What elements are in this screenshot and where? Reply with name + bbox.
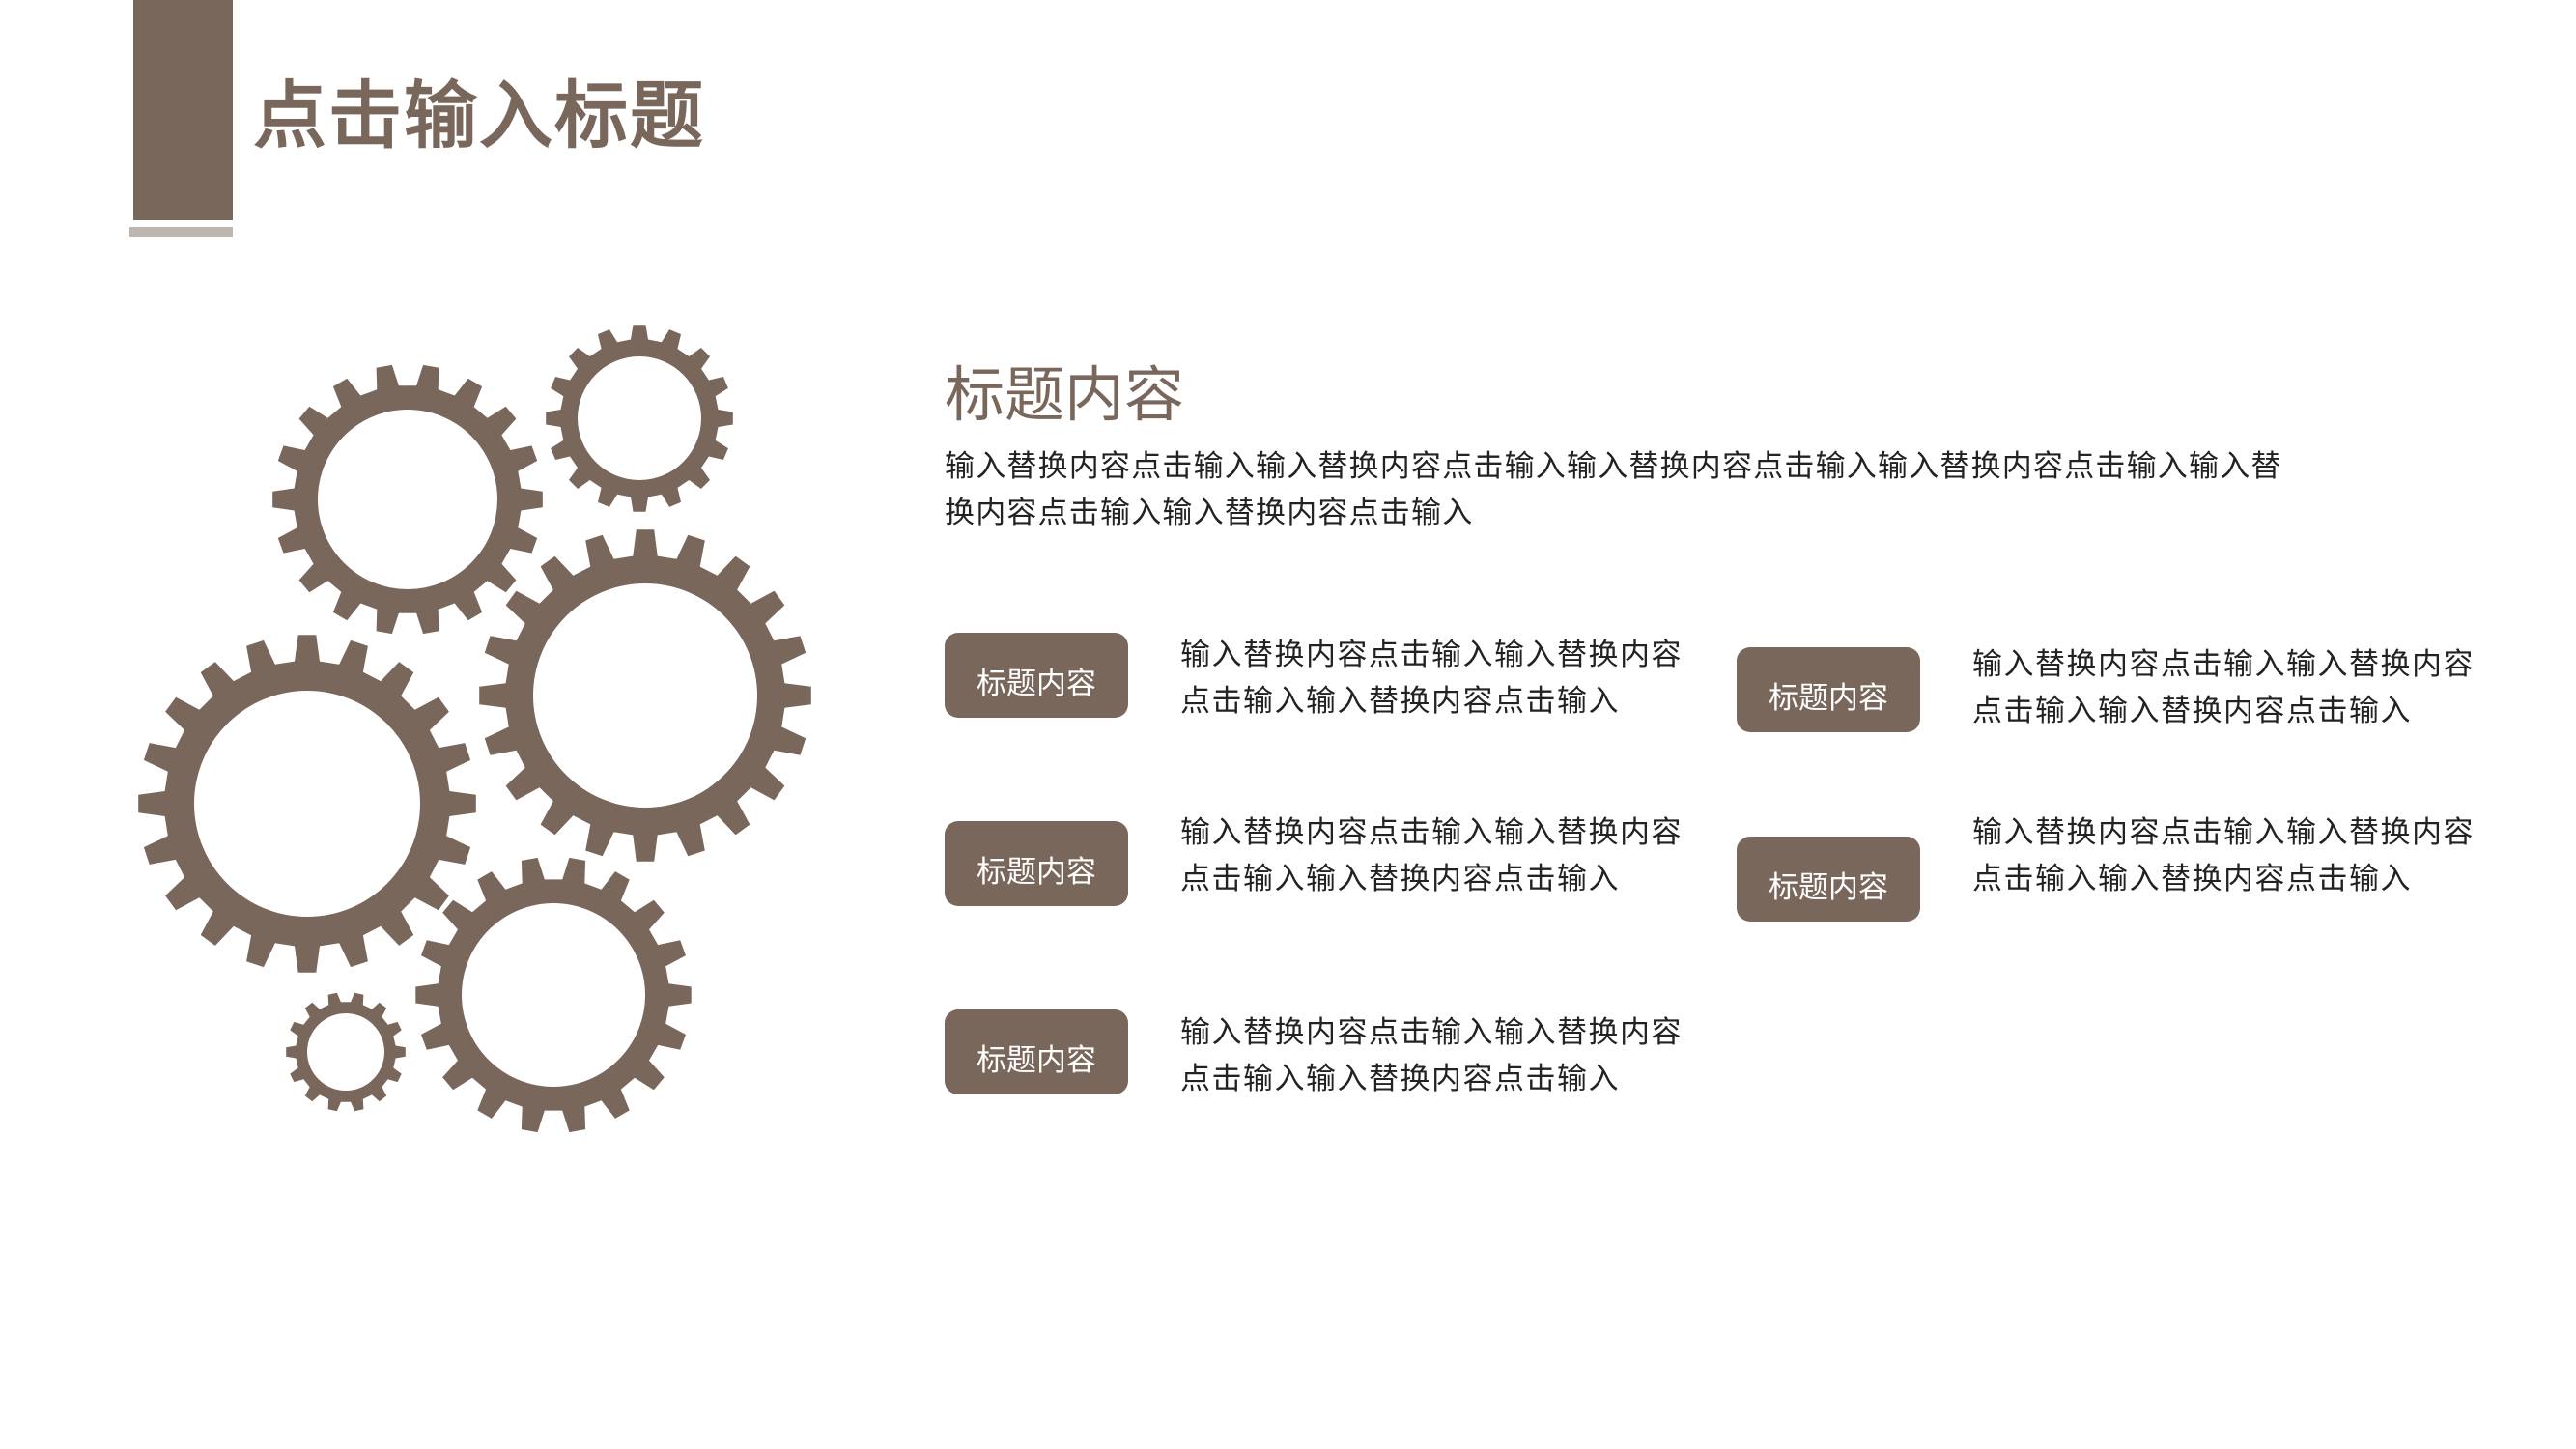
item-tag-5[interactable]: 标题内容 <box>1737 837 1920 922</box>
section-title[interactable]: 标题内容 <box>945 359 1185 430</box>
title-accent-underline <box>129 227 233 237</box>
item-tag-label: 标题内容 <box>1769 681 1888 716</box>
gear-icon-large-left <box>138 635 476 973</box>
item-tag-4[interactable]: 标题内容 <box>1737 647 1920 732</box>
item-text-5[interactable]: 输入替换内容点击输入输入替换内容点击输入输入替换内容点击输入 <box>1972 815 2475 896</box>
gear-icon-top-right <box>546 325 733 512</box>
item-text-1[interactable]: 输入替换内容点击输入输入替换内容点击输入输入替换内容点击输入 <box>1180 638 1683 719</box>
item-tag-label: 标题内容 <box>977 667 1096 701</box>
item-tag-1[interactable]: 标题内容 <box>945 633 1128 718</box>
gear-icon-middle-right <box>479 529 811 862</box>
gear-icon-bottom <box>415 857 692 1133</box>
item-text-4[interactable]: 输入替换内容点击输入输入替换内容点击输入输入替换内容点击输入 <box>1972 647 2475 728</box>
page-title[interactable]: 点击输入标题 <box>253 72 705 158</box>
gears-illustration <box>138 325 811 1133</box>
title-accent-bar <box>133 0 233 220</box>
gear-icon-top-left <box>272 364 543 635</box>
item-tag-label: 标题内容 <box>977 855 1096 890</box>
item-tag-label: 标题内容 <box>977 1043 1096 1078</box>
item-tag-2[interactable]: 标题内容 <box>945 821 1128 906</box>
item-tag-3[interactable]: 标题内容 <box>945 1009 1128 1094</box>
item-text-2[interactable]: 输入替换内容点击输入输入替换内容点击输入输入替换内容点击输入 <box>1180 815 1683 896</box>
item-text-3[interactable]: 输入替换内容点击输入输入替换内容点击输入输入替换内容点击输入 <box>1180 1015 1683 1096</box>
item-tag-label: 标题内容 <box>1769 870 1888 905</box>
gear-icon-small <box>286 992 406 1112</box>
section-description[interactable]: 输入替换内容点击输入输入替换内容点击输入输入替换内容点击输入输入替换内容点击输入… <box>945 449 2282 530</box>
